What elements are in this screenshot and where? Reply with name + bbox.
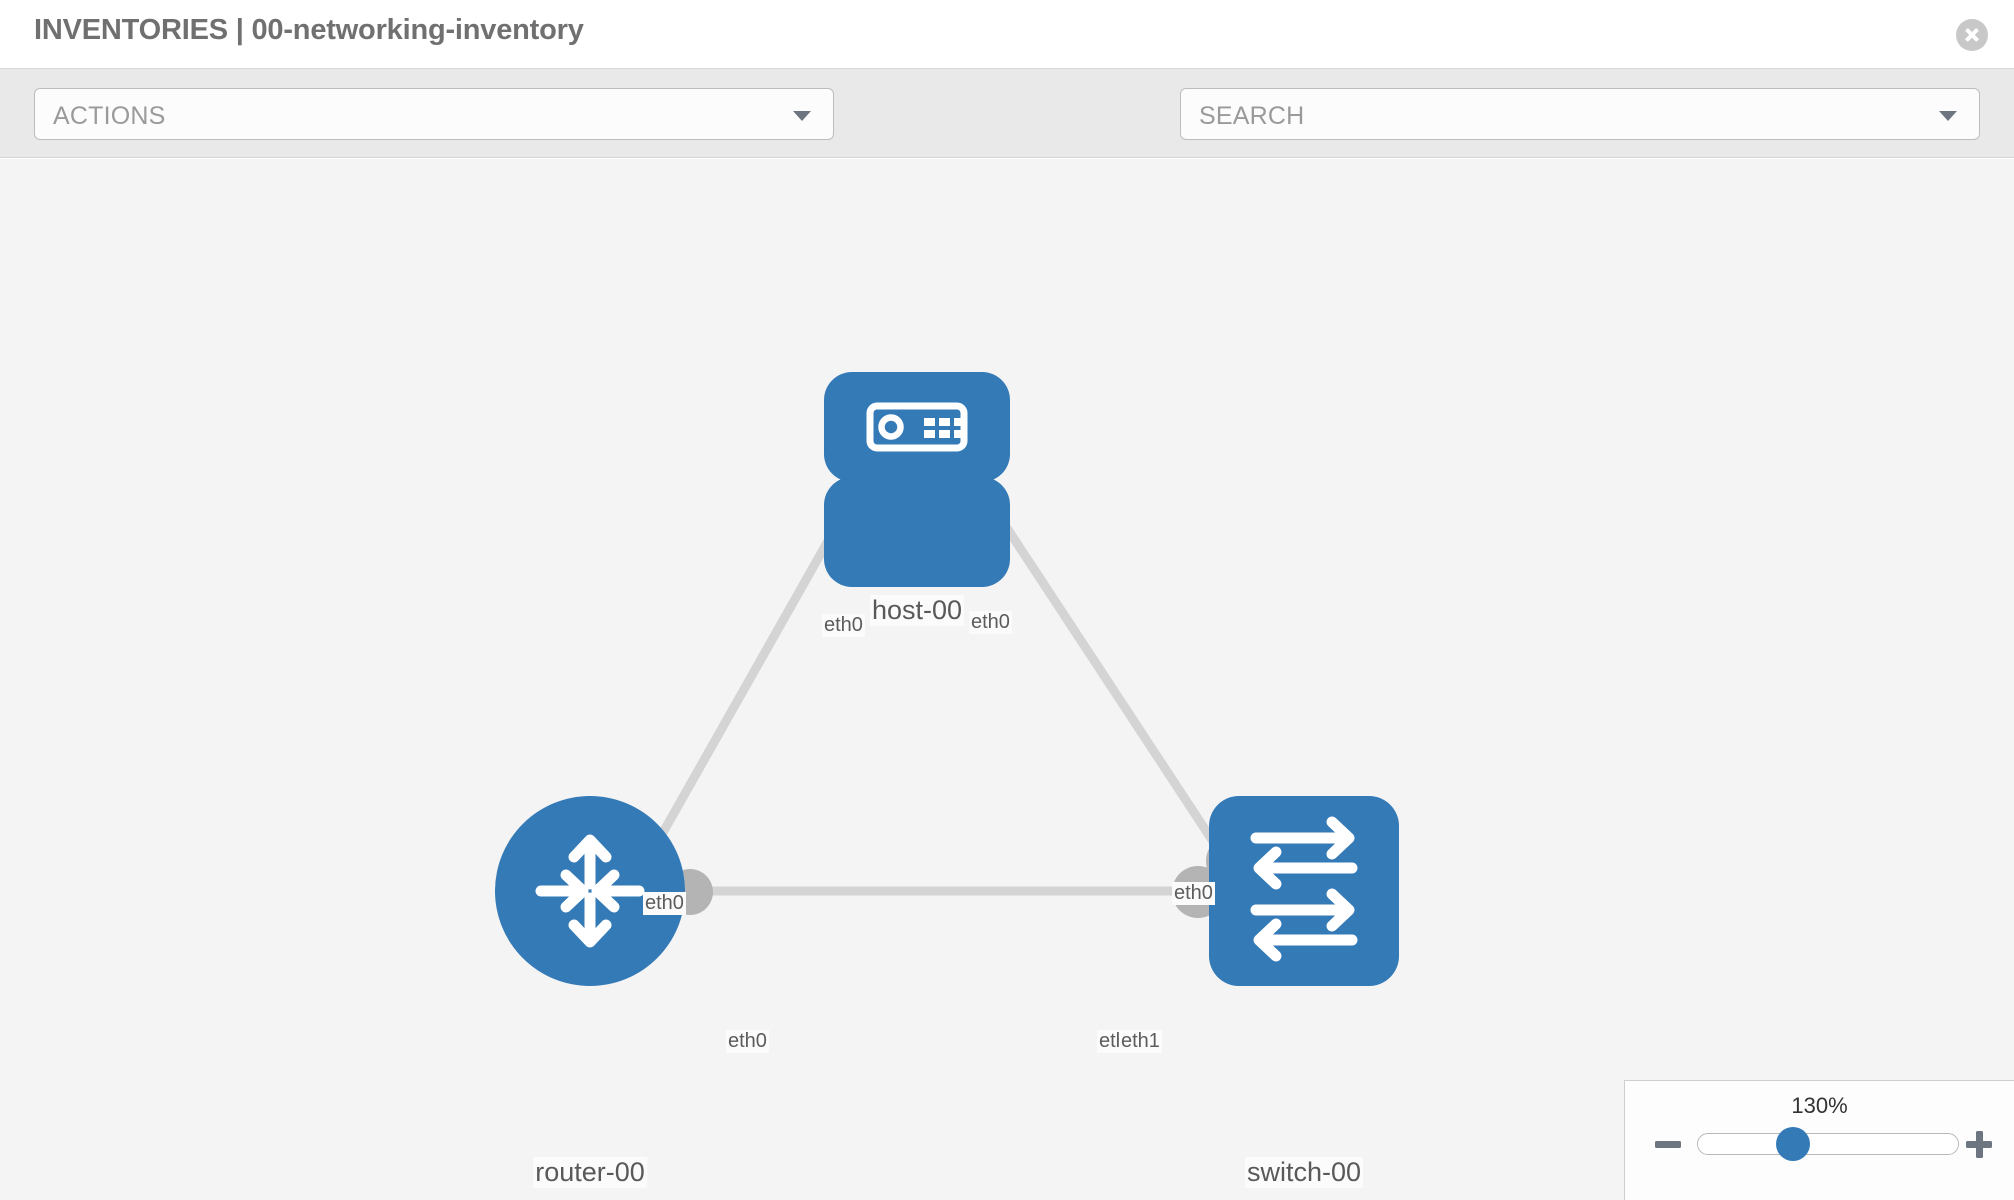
search-input[interactable]: SEARCH	[1180, 88, 1980, 140]
iface-label-host-left: eth0	[822, 614, 865, 637]
actions-dropdown[interactable]: ACTIONS	[34, 88, 834, 140]
node-label-router: router-00	[533, 1157, 647, 1189]
topology-canvas[interactable]: host-00 router-00 switch-00 eth0 eth0 et…	[0, 159, 2014, 1200]
toolbar: ACTIONS SEARCH	[0, 69, 2014, 199]
node-label-host: host-00	[869, 595, 965, 627]
switch-arrows-icon	[1250, 816, 1358, 962]
zoom-slider-thumb[interactable]	[1776, 1127, 1810, 1161]
node-switch-00[interactable]	[1209, 796, 1399, 986]
chevron-down-icon	[793, 111, 811, 121]
iface-label-host-right: eth0	[969, 611, 1012, 634]
iface-label-switch-west: eth1	[1119, 1030, 1162, 1053]
search-placeholder: SEARCH	[1199, 102, 1305, 130]
iface-label-router-east: eth0	[726, 1030, 769, 1053]
node-router-00[interactable]	[495, 796, 685, 986]
node-label-switch: switch-00	[1244, 1157, 1364, 1189]
chevron-down-icon	[1939, 111, 1957, 121]
plus-icon[interactable]	[1964, 1129, 1994, 1159]
zoom-slider-track[interactable]	[1697, 1133, 1959, 1155]
iface-label-router-north: eth0	[643, 892, 686, 915]
actions-dropdown-label: ACTIONS	[53, 102, 166, 130]
close-icon[interactable]	[1956, 19, 1988, 51]
page-title: INVENTORIES | 00-networking-inventory	[34, 14, 584, 46]
zoom-control: 130%	[1624, 1080, 2014, 1200]
server-icon	[866, 402, 968, 452]
page-header: INVENTORIES | 00-networking-inventory	[0, 0, 2014, 69]
iface-label-switch-north: eth0	[1172, 882, 1215, 905]
router-arrows-icon	[535, 834, 645, 948]
zoom-percent-label: 130%	[1791, 1093, 1848, 1118]
minus-icon[interactable]	[1653, 1129, 1683, 1159]
topology-graph	[495, 372, 1399, 986]
node-host-00[interactable]	[824, 372, 1010, 587]
